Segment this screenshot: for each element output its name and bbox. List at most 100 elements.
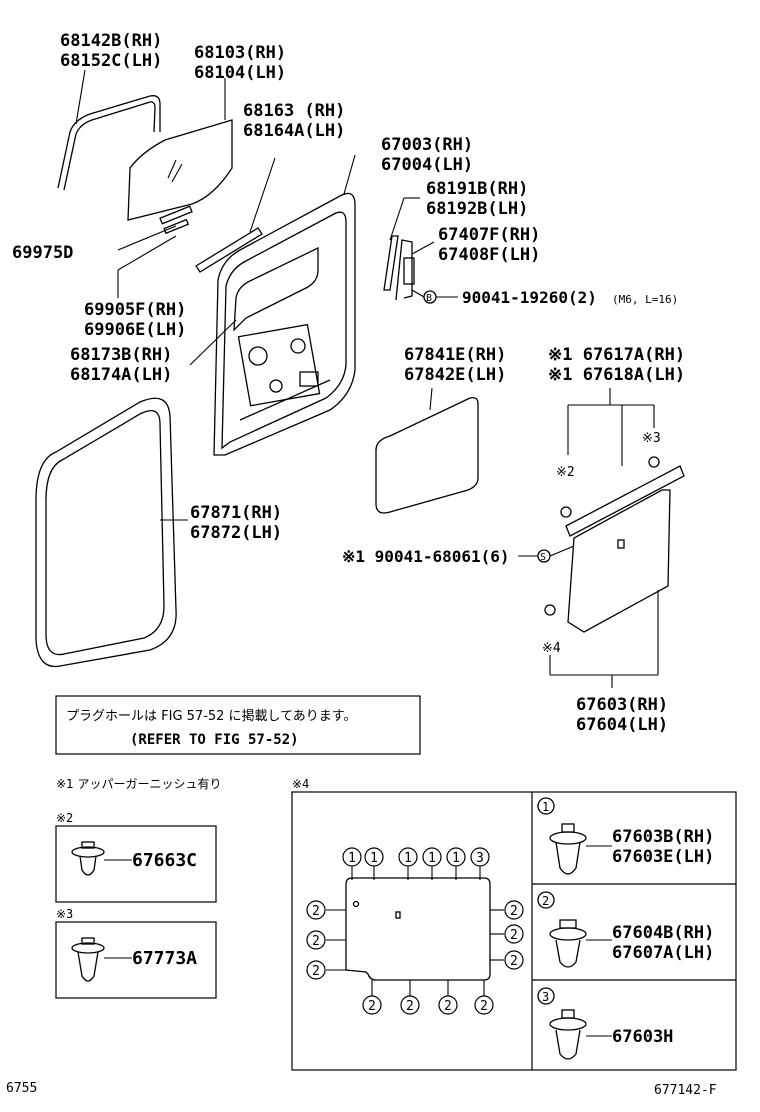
panel-clip-number-bottom-1: 2	[368, 999, 376, 1014]
footnote-4: ※4	[292, 777, 309, 791]
door-weatherstrip-drawing	[35, 397, 177, 668]
clip-box-3	[55, 921, 217, 999]
clip-67663c-icon	[71, 841, 105, 876]
label-68164a: 68164A(LH)	[243, 121, 345, 141]
panel-clip-marker-bottom-4	[474, 995, 494, 1015]
trim-board-drawing	[544, 456, 685, 633]
panel-clip-marker-top-5	[446, 847, 466, 867]
panel-clip-marker-top-2	[364, 847, 384, 867]
label-69905f: 69905F(RH)	[84, 300, 186, 320]
label-68163: 68163 (RH)	[243, 101, 345, 121]
hole-cover-drawing	[375, 396, 479, 514]
legend-1-part-a: 67603B(RH)	[612, 827, 714, 847]
footnote-1: ※1 アッパーガーニッシュ有り	[56, 777, 222, 791]
clip-box-3-part: 67773A	[132, 948, 197, 969]
label-90041-68061: ※1 90041-68061(6)	[342, 547, 510, 566]
note-box	[55, 695, 421, 755]
panel-clip-marker-top-4	[422, 847, 442, 867]
label-67407f: 67407F(RH)	[438, 225, 540, 245]
panel-clip-number-left-2: 2	[312, 934, 320, 949]
panel-clip-marker-left-1	[306, 900, 326, 920]
clip-67604b-icon	[549, 919, 587, 968]
panel-clip-marker-bottom-2	[400, 995, 420, 1015]
panel-clip-number-right-3: 2	[510, 954, 518, 969]
clip-box-2	[55, 825, 217, 903]
panel-clip-number-top-1: 1	[348, 851, 356, 866]
legend-row-1: 1 67603B(RH) 67603E(LH)	[537, 797, 714, 875]
panel-clip-number-bottom-2: 2	[406, 999, 414, 1014]
panel-clip-marker-left-3	[306, 960, 326, 980]
legend-2-part-b: 67607A(LH)	[612, 943, 714, 963]
label-68192b: 68192B(LH)	[426, 199, 528, 219]
panel-clip-marker-right-3	[504, 950, 524, 970]
label-67604: 67604(LH)	[576, 715, 668, 735]
label-68103: 68103(RH)	[194, 43, 286, 63]
clip-67603h-icon	[549, 1009, 587, 1060]
label-69906e: 69906E(LH)	[84, 320, 186, 340]
clip-box-2-part: 67663C	[132, 850, 197, 871]
label-67603: 67603(RH)	[576, 695, 668, 715]
legend-2-part-a: 67604B(RH)	[612, 923, 714, 943]
bolt-marker: B	[426, 293, 432, 304]
panel-clip-marker-top-6	[470, 847, 490, 867]
label-67841e: 67841E(RH)	[404, 345, 506, 365]
ref-4: ※4	[542, 641, 561, 656]
legend-1-num: 1	[542, 800, 549, 814]
clip-67773a-icon	[71, 937, 105, 982]
panel-clip-number-right-1: 2	[510, 904, 518, 919]
panel-clip-marker-bottom-3	[438, 995, 458, 1015]
label-67617a: ※1 67617A(RH)	[548, 345, 685, 365]
clip-box-3-ref: ※3	[56, 907, 73, 921]
label-68191b: 68191B(RH)	[426, 179, 528, 199]
page-number: 6755	[6, 1081, 37, 1096]
note-line-1: プラグホールは FIG 57-52 に掲載してあります。	[66, 708, 356, 724]
panel-clip-number-right-2: 2	[510, 928, 518, 943]
panel-clip-number-left-3: 2	[312, 964, 320, 979]
panel-clip-number-top-4: 1	[428, 851, 436, 866]
panel-clip-number-top-6: 3	[476, 851, 484, 866]
label-67004: 67004(LH)	[381, 155, 473, 175]
legend-1-part-b: 67603E(LH)	[612, 847, 714, 867]
weatherstrip-drawing	[195, 227, 263, 273]
panel-clip-marker-left-2	[306, 930, 326, 950]
panel-clip-number-top-5: 1	[452, 851, 460, 866]
trim-panel-outline	[345, 877, 491, 981]
panel-clip-leaders	[326, 866, 504, 996]
door-shell-drawing	[213, 192, 356, 456]
panel-clip-number-top-3: 1	[404, 851, 412, 866]
panel-clip-marker-top-1	[342, 847, 362, 867]
clip-box-2-ref: ※2	[56, 811, 73, 825]
label-69975d: 69975D	[12, 243, 73, 263]
legend-3-num: 3	[542, 990, 549, 1004]
label-67871: 67871(RH)	[190, 503, 282, 523]
label-90041-19260: 90041-19260(2)	[462, 288, 597, 307]
legend-3-part-a: 67603H	[612, 1027, 673, 1047]
panel-clip-number-bottom-4: 2	[480, 999, 488, 1014]
label-67618a: ※1 67618A(LH)	[548, 365, 685, 385]
legend-2-num: 2	[542, 894, 549, 908]
label-68174a: 68174A(LH)	[70, 365, 172, 385]
label-67872: 67872(LH)	[190, 523, 282, 543]
panel-clip-number-top-2: 1	[370, 851, 378, 866]
panel-clip-marker-right-2	[504, 924, 524, 944]
panel-clip-marker-right-1	[504, 900, 524, 920]
legend-row-2: 2 67604B(RH) 67607A(LH)	[537, 891, 714, 968]
panel-clip-number-bottom-3: 2	[444, 999, 452, 1014]
door-frame-drawing	[383, 235, 415, 301]
panel-clip-marker-bottom-1	[362, 995, 382, 1015]
clip-layout-box	[291, 791, 737, 1071]
label-68152c: 68152C(LH)	[60, 51, 162, 71]
label-68104: 68104(LH)	[194, 63, 286, 83]
clip-67603b-icon	[549, 823, 587, 875]
ref-2: ※2	[556, 465, 575, 480]
label-68173b: 68173B(RH)	[70, 345, 172, 365]
label-bolt-spec: (M6, L=16)	[612, 293, 678, 306]
label-67003: 67003(RH)	[381, 135, 473, 155]
legend-row-3: 3 67603H	[537, 987, 673, 1060]
screw-marker: S	[540, 552, 546, 563]
glass-run-drawing	[57, 95, 161, 191]
panel-clip-marker-top-3	[398, 847, 418, 867]
panel-clip-number-left-1: 2	[312, 904, 320, 919]
note-line-2: (REFER TO FIG 57-52)	[130, 732, 299, 748]
